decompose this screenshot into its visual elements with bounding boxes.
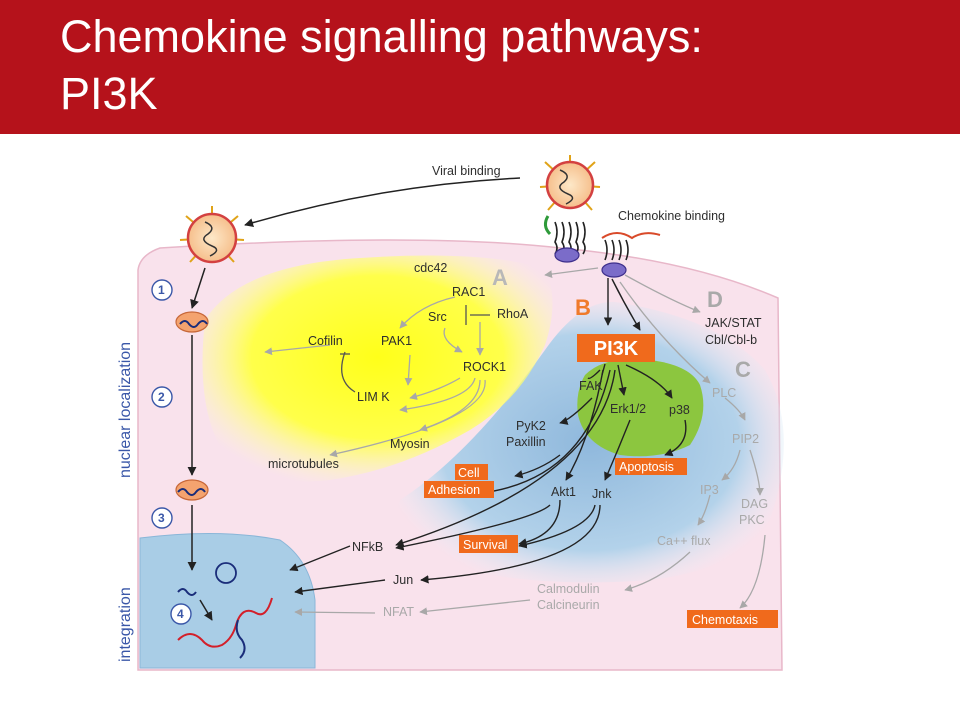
nucleus (139, 532, 316, 669)
label-nfat: NFAT (383, 605, 414, 619)
label-rhoa: RhoA (497, 307, 529, 321)
label-limk: LIM K (357, 390, 390, 404)
label-plc: PLC (712, 386, 736, 400)
label-pkc: PKC (739, 513, 765, 527)
label-calmodulin: Calmodulin (537, 582, 600, 596)
label-pak1: PAK1 (381, 334, 412, 348)
side-label-integration: integration (117, 587, 134, 662)
label-dag: DAG (741, 497, 768, 511)
label-erk: Erk1/2 (610, 402, 646, 416)
svg-text:2: 2 (158, 390, 165, 404)
chemotaxis-box: Chemotaxis (687, 610, 778, 628)
step-1: 1 (151, 279, 173, 301)
label-src: Src (428, 310, 447, 324)
chemokine-pathway-diagram: Viral binding Chemokine binding 1 2 3 4 … (117, 155, 784, 671)
side-label-nuclear-localization: nuclear localization (117, 342, 134, 478)
pi3k-box: PI3K (577, 334, 655, 362)
label-chemokine-binding: Chemokine binding (618, 209, 725, 223)
label-paxillin: Paxillin (506, 435, 546, 449)
virus-left-icon (179, 206, 245, 264)
label-cofilin: Cofilin (308, 334, 343, 348)
label-calcineurin: Calcineurin (537, 598, 600, 612)
region-a-yellow (202, 255, 553, 482)
apoptosis-box: Apoptosis (615, 458, 687, 475)
label-p38: p38 (669, 403, 690, 417)
label-viral-binding: Viral binding (432, 164, 501, 178)
label-nfkb: NFkB (352, 540, 383, 554)
svg-text:Apoptosis: Apoptosis (619, 460, 674, 474)
slide-title: Chemokine signalling pathways: PI3K (60, 8, 703, 122)
label-rock1: ROCK1 (463, 360, 506, 374)
svg-text:PI3K: PI3K (594, 338, 639, 360)
label-cbl: Cbl/Cbl-b (705, 333, 757, 347)
step-2: 2 (151, 386, 173, 408)
label-jnk: Jnk (592, 487, 612, 501)
cell-adhesion-box: Cell Adhesion (424, 464, 494, 498)
label-cdc42: cdc42 (414, 261, 447, 275)
label-akt1: Akt1 (551, 485, 576, 499)
label-fak: FAK (579, 379, 603, 393)
title-line-1: Chemokine signalling pathways: (60, 11, 703, 62)
virus-top-icon (539, 155, 601, 211)
svg-text:Survival: Survival (463, 538, 507, 552)
receptor-left-icon (543, 215, 586, 263)
svg-text:3: 3 (158, 511, 165, 525)
region-label-a: A (492, 265, 508, 290)
step-4: 4 (170, 603, 192, 625)
receptor-right-icon (601, 232, 661, 278)
svg-text:1: 1 (158, 283, 165, 297)
label-jakstat: JAK/STAT (705, 316, 762, 330)
label-pip2: PIP2 (732, 432, 759, 446)
label-jun: Jun (393, 573, 413, 587)
label-rac1: RAC1 (452, 285, 485, 299)
label-pyk2: PyK2 (516, 419, 546, 433)
region-green (577, 359, 704, 457)
svg-text:Cell: Cell (458, 466, 480, 480)
survival-box: Survival (459, 535, 518, 553)
svg-text:Chemotaxis: Chemotaxis (692, 613, 758, 627)
label-microtubules: microtubules (268, 457, 339, 471)
region-label-c: C (735, 357, 751, 382)
region-label-b: B (575, 295, 591, 320)
svg-text:4: 4 (177, 607, 184, 621)
label-myosin: Myosin (390, 437, 430, 451)
svg-text:Adhesion: Adhesion (428, 483, 480, 497)
label-ip3: IP3 (700, 483, 719, 497)
step-3: 3 (151, 507, 173, 529)
slide-title-bar: Chemokine signalling pathways: PI3K (0, 0, 960, 134)
title-line-2: PI3K (60, 68, 158, 119)
region-label-d: D (707, 287, 723, 312)
label-ca-flux: Ca++ flux (657, 534, 711, 548)
